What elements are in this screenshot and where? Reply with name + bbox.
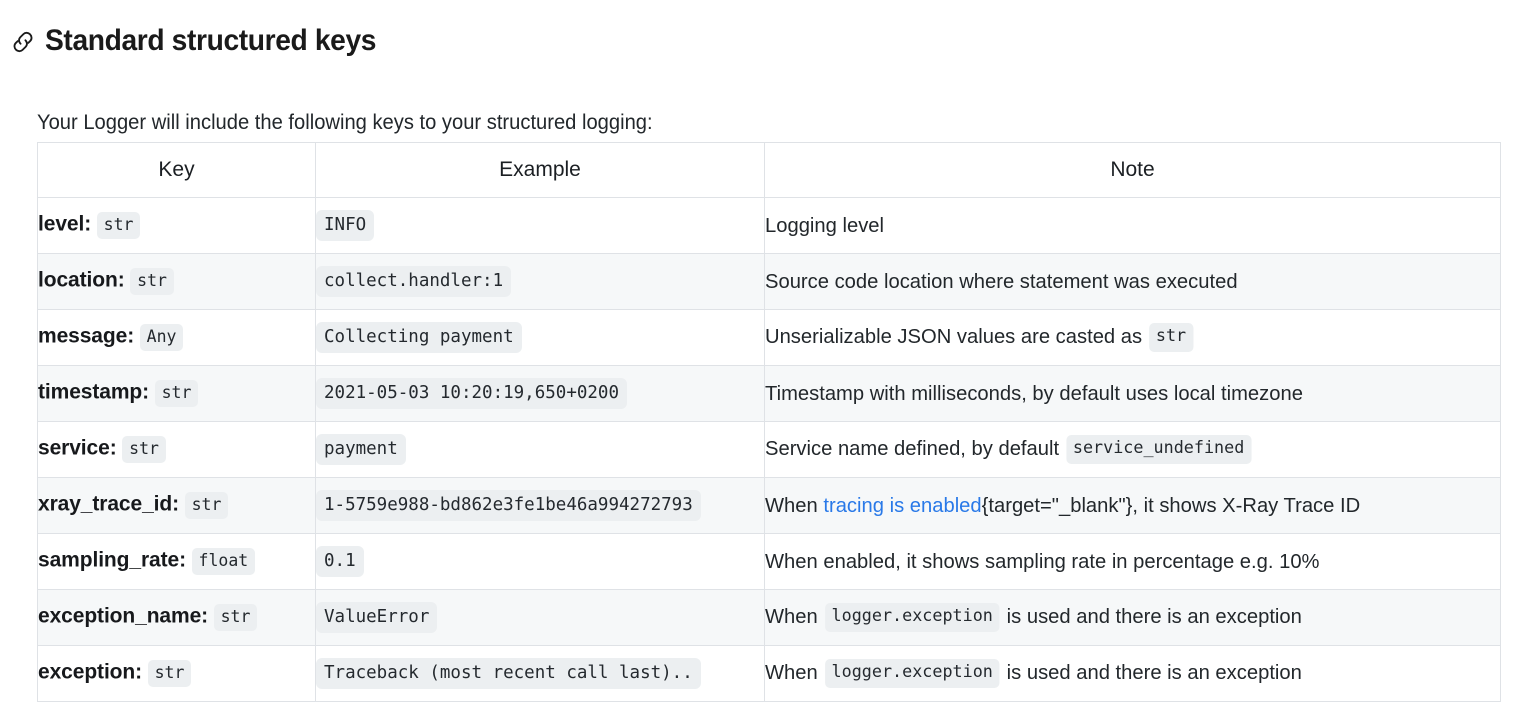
example-cell: INFO <box>315 197 765 254</box>
example-code: 1-5759e988-bd862e3fe1be46a994272793 <box>316 489 701 522</box>
note-cell: Logging level <box>764 197 1501 254</box>
note-text: Logging level <box>765 213 885 237</box>
note-text: When <box>765 661 818 685</box>
key-name: exception: <box>38 660 143 684</box>
note-cell: Unserializable JSON values are casted as… <box>764 309 1501 366</box>
example-cell: payment <box>315 421 765 478</box>
key-name: location: <box>38 268 125 292</box>
note-text-suffix: {target="_blank"}, it shows X-Ray Trace … <box>981 493 1361 517</box>
key-name: sampling_rate: <box>38 548 186 572</box>
example-code: ValueError <box>316 601 438 634</box>
example-cell: collect.handler:1 <box>315 253 765 310</box>
note-text-suffix: is used and there is an exception <box>1006 605 1302 629</box>
key-type-badge: str <box>96 212 141 239</box>
key-cell: level: str <box>37 197 316 254</box>
key-cell: xray_trace_id: str <box>37 477 316 534</box>
key-type-badge: str <box>154 380 199 407</box>
intro-paragraph: Your Logger will include the following k… <box>37 111 653 134</box>
note-text: Service name defined, by default <box>765 437 1060 461</box>
example-cell: 2021-05-03 10:20:19,650+0200 <box>315 365 765 422</box>
note-text: When <box>765 605 818 629</box>
key-name: timestamp: <box>38 380 150 404</box>
key-name: xray_trace_id: <box>38 492 180 516</box>
note-text: When enabled, it shows sampling rate in … <box>765 549 1320 573</box>
example-code: INFO <box>316 209 375 242</box>
note-text: Timestamp with milliseconds, by default … <box>765 381 1303 405</box>
example-cell: ValueError <box>315 589 765 646</box>
note-code-badge: logger.exception <box>824 659 1000 688</box>
example-cell: 1-5759e988-bd862e3fe1be46a994272793 <box>315 477 765 534</box>
key-type-badge: str <box>147 660 192 687</box>
example-cell: Collecting payment <box>315 309 765 366</box>
key-cell: exception_name: str <box>37 589 316 646</box>
key-name: service: <box>38 436 117 460</box>
key-type-badge: str <box>122 436 166 463</box>
note-cell: When enabled, it shows sampling rate in … <box>764 533 1501 590</box>
key-type-badge: str <box>130 268 174 295</box>
note-text: Source code location where statement was… <box>765 269 1238 293</box>
note-cell: Source code location where statement was… <box>764 253 1501 310</box>
example-cell: Traceback (most recent call last).. <box>315 645 765 702</box>
note-text: When <box>765 493 824 517</box>
example-code: 0.1 <box>316 545 364 578</box>
note-code-badge: logger.exception <box>824 603 1000 632</box>
key-type-badge: float <box>191 548 256 575</box>
column-header-example: Example <box>315 142 765 198</box>
key-cell: sampling_rate: float <box>37 533 316 590</box>
anchor-link-icon-wrap[interactable] <box>10 27 36 53</box>
page-title: Standard structured keys <box>45 23 377 57</box>
note-text-suffix: is used and there is an exception <box>1006 661 1302 685</box>
example-code: Collecting payment <box>316 321 522 354</box>
note-cell: Timestamp with milliseconds, by default … <box>764 365 1501 422</box>
example-code: Traceback (most recent call last).. <box>316 657 701 690</box>
column-header-key: Key <box>37 142 316 198</box>
key-type-badge: Any <box>139 324 184 351</box>
key-name: exception_name: <box>38 604 209 628</box>
example-code: collect.handler:1 <box>316 265 512 298</box>
key-cell: service: str <box>37 421 316 478</box>
example-cell: 0.1 <box>315 533 765 590</box>
note-link[interactable]: tracing is enabled <box>823 493 982 517</box>
note-code-badge: service_undefined <box>1065 435 1252 464</box>
column-header-note: Note <box>764 142 1501 198</box>
key-cell: exception: str <box>37 645 316 702</box>
table-header-row: Key Example Note <box>37 142 1501 198</box>
key-name: message: <box>38 324 135 348</box>
key-cell: timestamp: str <box>37 365 316 422</box>
note-text: Unserializable JSON values are casted as <box>765 325 1143 349</box>
example-code: payment <box>316 433 406 466</box>
key-type-badge: str <box>184 492 229 519</box>
page-heading: Standard structured keys <box>10 19 397 61</box>
key-cell: message: Any <box>37 309 316 366</box>
example-code: 2021-05-03 10:20:19,650+0200 <box>316 377 628 410</box>
key-type-badge: str <box>213 604 258 631</box>
table-header: Key Example Note <box>37 142 1501 198</box>
note-cell: When tracing is enabled{target="_blank"}… <box>764 477 1501 534</box>
anchor-link-icon <box>13 31 33 53</box>
key-cell: location: str <box>37 253 316 310</box>
key-name: level: <box>38 212 92 236</box>
note-code-badge: str <box>1148 323 1194 352</box>
